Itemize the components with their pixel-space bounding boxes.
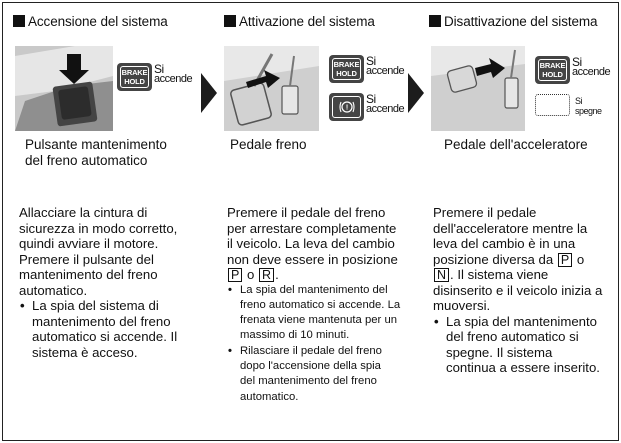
brake-hold-indicator: BRAKE HOLD Si accende bbox=[117, 63, 212, 133]
instruction-text: Allacciare la cintura di sicurezza in mo… bbox=[19, 205, 214, 360]
brake-hold-badge: BRAKE HOLD bbox=[535, 56, 570, 84]
brake-warning-badge: ! bbox=[329, 93, 364, 121]
brake-hold-indicator: BRAKE HOLD Si accende Si spegne bbox=[535, 56, 621, 131]
brake-hold-indicator: BRAKE HOLD Si accende ! Si ac bbox=[329, 53, 424, 133]
gear-position-r: R bbox=[259, 268, 275, 282]
svg-text:!: ! bbox=[345, 105, 347, 112]
pedal-illustration bbox=[224, 46, 319, 131]
pedal-illustration bbox=[431, 46, 525, 131]
gear-position-p: P bbox=[228, 268, 243, 282]
instruction-text: Premere il pedale dell'acceleratore ment… bbox=[433, 205, 621, 376]
brake-pedal-illustration bbox=[224, 46, 319, 131]
instruction-text: Premere il pedale del freno per arrestar… bbox=[227, 205, 427, 405]
indicator-state: Si accende bbox=[154, 62, 193, 85]
square-bullet-icon bbox=[13, 15, 25, 27]
column-deactivation: Disattivazione del sistema BRAKE HOLD Si bbox=[429, 3, 621, 440]
image-caption: Pedale freno bbox=[230, 137, 307, 152]
gear-position-p: P bbox=[557, 252, 573, 267]
accelerator-pedal-illustration bbox=[431, 46, 525, 131]
section-heading: Attivazione del sistema bbox=[224, 11, 375, 31]
console-illustration bbox=[15, 46, 113, 131]
brake-hold-badge: BRAKE HOLD bbox=[329, 55, 364, 83]
column-activation: Attivazione del sistema BRAKE HOLD S bbox=[224, 3, 429, 440]
bullet-item: • Rilasciare il pedale del freno dopo l'… bbox=[228, 344, 382, 403]
indicator-state: Si accende bbox=[572, 55, 611, 78]
brake-hold-button-photo bbox=[15, 46, 113, 131]
column-system-on: Accensione del sistema BRAKE HOLD Si bbox=[13, 3, 218, 440]
arrow-right-icon bbox=[408, 73, 424, 113]
image-caption: Pulsante mantenimento del freno automati… bbox=[25, 137, 167, 168]
section-heading: Disattivazione del sistema bbox=[429, 11, 598, 31]
image-caption: Pedale dell'acceleratore bbox=[444, 137, 588, 152]
brake-warning-icon: ! bbox=[338, 101, 355, 113]
arrow-right-icon bbox=[201, 73, 217, 113]
indicator-state: Si accende bbox=[366, 92, 405, 115]
bullet-item: • La spia del mantenimento del freno aut… bbox=[228, 283, 401, 342]
gear-position-n: N bbox=[434, 268, 450, 282]
bullet-item: • La spia del mantenimento del freno aut… bbox=[434, 313, 600, 376]
square-bullet-icon bbox=[224, 15, 236, 27]
indicator-state-off: Si spegne bbox=[575, 96, 602, 116]
brake-hold-badge: BRAKE HOLD bbox=[117, 63, 152, 91]
indicator-off-outline bbox=[535, 94, 570, 116]
bullet-item: • La spia del sistema di mantenimento de… bbox=[20, 298, 178, 360]
square-bullet-icon bbox=[429, 15, 441, 27]
indicator-state: Si accende bbox=[366, 54, 405, 77]
section-heading: Accensione del sistema bbox=[13, 11, 168, 31]
